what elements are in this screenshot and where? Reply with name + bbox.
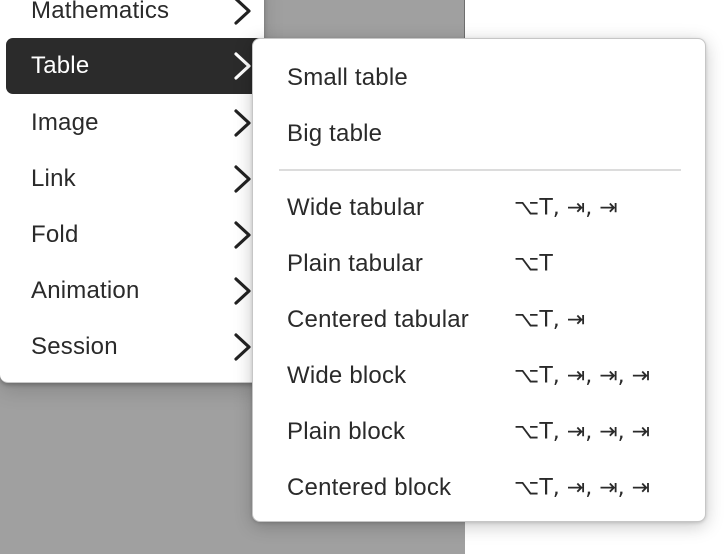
submenu-item-label: Centered tabular bbox=[287, 306, 469, 333]
menu-item-table[interactable]: Table bbox=[6, 38, 268, 94]
chevron-right-icon bbox=[234, 333, 251, 361]
submenu-item-label: Wide block bbox=[287, 362, 407, 389]
main-menu: Mathematics Table Image Link Fold Animat… bbox=[0, 0, 268, 383]
menu-item-label: Session bbox=[31, 333, 118, 360]
chevron-right-icon bbox=[234, 52, 251, 80]
keyboard-shortcut: ⌥T, ⇥, ⇥ bbox=[514, 195, 618, 221]
menu-item-link[interactable]: Link bbox=[6, 151, 268, 207]
menu-item-image[interactable]: Image bbox=[6, 95, 268, 151]
submenu-item-label: Big table bbox=[287, 120, 383, 147]
chevron-right-icon bbox=[234, 165, 251, 193]
keyboard-shortcut: ⌥T bbox=[514, 251, 553, 277]
submenu-item-centered-tabular[interactable]: Centered tabular ⌥T, ⇥ bbox=[253, 292, 705, 348]
menu-item-animation[interactable]: Animation bbox=[6, 263, 268, 319]
menu-item-mathematics[interactable]: Mathematics bbox=[6, 0, 268, 39]
menu-item-session[interactable]: Session bbox=[6, 319, 268, 375]
submenu-item-label: Plain block bbox=[287, 418, 406, 445]
menu-item-label: Link bbox=[31, 165, 76, 192]
keyboard-shortcut: ⌥T, ⇥, ⇥, ⇥ bbox=[514, 363, 651, 389]
menu-item-label: Table bbox=[31, 52, 90, 79]
submenu-item-plain-tabular[interactable]: Plain tabular ⌥T bbox=[253, 236, 705, 292]
keyboard-shortcut: ⌥T, ⇥, ⇥, ⇥ bbox=[514, 419, 651, 445]
submenu-item-label: Small table bbox=[287, 64, 408, 91]
chevron-right-icon bbox=[234, 0, 251, 25]
chevron-right-icon bbox=[234, 109, 251, 137]
menu-item-label: Mathematics bbox=[31, 0, 170, 24]
menu-item-label: Fold bbox=[31, 221, 79, 248]
submenu-item-label: Plain tabular bbox=[287, 250, 424, 277]
submenu-item-big-table[interactable]: Big table bbox=[253, 106, 705, 162]
submenu-item-centered-block[interactable]: Centered block ⌥T, ⇥, ⇥, ⇥ bbox=[253, 460, 705, 516]
keyboard-shortcut: ⌥T, ⇥, ⇥, ⇥ bbox=[514, 475, 651, 501]
menu-separator bbox=[279, 169, 681, 171]
submenu-item-label: Centered block bbox=[287, 474, 452, 501]
submenu-item-wide-tabular[interactable]: Wide tabular ⌥T, ⇥, ⇥ bbox=[253, 180, 705, 236]
submenu-item-small-table[interactable]: Small table bbox=[253, 50, 705, 106]
menu-item-label: Image bbox=[31, 109, 99, 136]
submenu-item-plain-block[interactable]: Plain block ⌥T, ⇥, ⇥, ⇥ bbox=[253, 404, 705, 460]
submenu-item-wide-block[interactable]: Wide block ⌥T, ⇥, ⇥, ⇥ bbox=[253, 348, 705, 404]
menu-item-label: Animation bbox=[31, 277, 140, 304]
submenu-item-label: Wide tabular bbox=[287, 194, 425, 221]
table-submenu: Small table Big table Wide tabular ⌥T, ⇥… bbox=[252, 38, 706, 522]
chevron-right-icon bbox=[234, 221, 251, 249]
chevron-right-icon bbox=[234, 277, 251, 305]
backdrop-edge bbox=[464, 0, 465, 38]
menu-item-fold[interactable]: Fold bbox=[6, 207, 268, 263]
keyboard-shortcut: ⌥T, ⇥ bbox=[514, 307, 586, 333]
